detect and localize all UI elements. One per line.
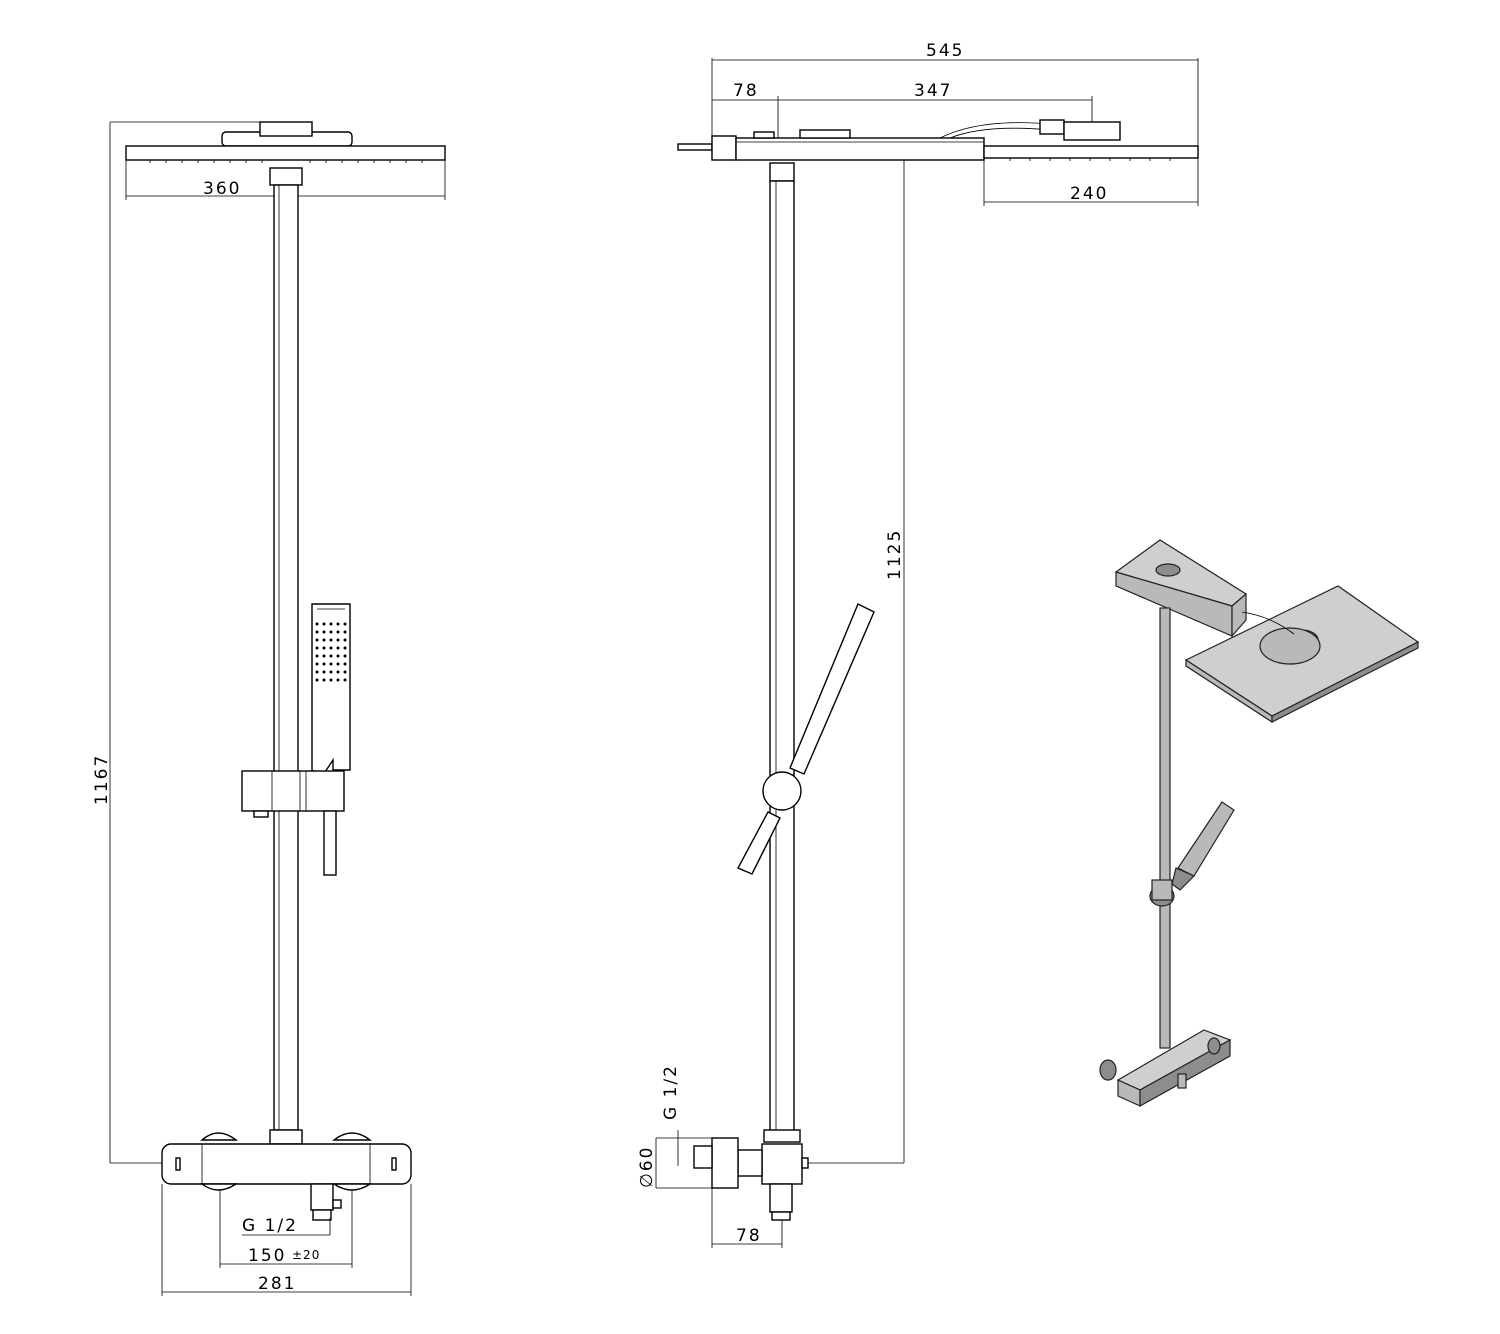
- shower-arm: [677, 119, 1121, 161]
- side-head-depth-dim: 240: [1070, 184, 1108, 204]
- front-body-width-dim: 281: [258, 1274, 296, 1294]
- side-eccentric-diameter: ∅60: [637, 1146, 657, 1188]
- side-inlet-thread: G 1/2: [661, 1064, 681, 1120]
- front-view: 1167 360: [92, 121, 446, 1296]
- side-bottom-offset-dim: 78: [736, 1226, 762, 1246]
- slider-bracket: [241, 770, 345, 876]
- front-centres-tolerance: ±20: [292, 1248, 320, 1262]
- front-height-dim: 1167: [92, 754, 112, 805]
- side-height-dim: 1125: [885, 529, 905, 580]
- side-shower-head: [983, 145, 1199, 161]
- side-hand-shower: [737, 603, 875, 875]
- side-arm-dim: 347: [914, 81, 952, 101]
- thermostatic-mixer: [161, 1132, 412, 1221]
- front-inlet-thread: G 1/2: [242, 1216, 298, 1236]
- front-centres-dim: 150: [248, 1246, 286, 1266]
- hand-shower: [311, 603, 351, 776]
- riser-rail: [269, 167, 303, 1145]
- front-head-width-dim: 360: [203, 179, 241, 199]
- isometric-view: [1099, 539, 1420, 1108]
- spray-nozzles: [315, 622, 347, 682]
- side-overall-reach-dim: 545: [926, 41, 964, 61]
- side-riser-rail: [769, 162, 795, 1134]
- side-mixer: [693, 1129, 809, 1221]
- shower-head: [125, 121, 446, 163]
- side-wall-offset-dim: 78: [733, 81, 759, 101]
- side-view: 545 78 347: [637, 41, 1199, 1248]
